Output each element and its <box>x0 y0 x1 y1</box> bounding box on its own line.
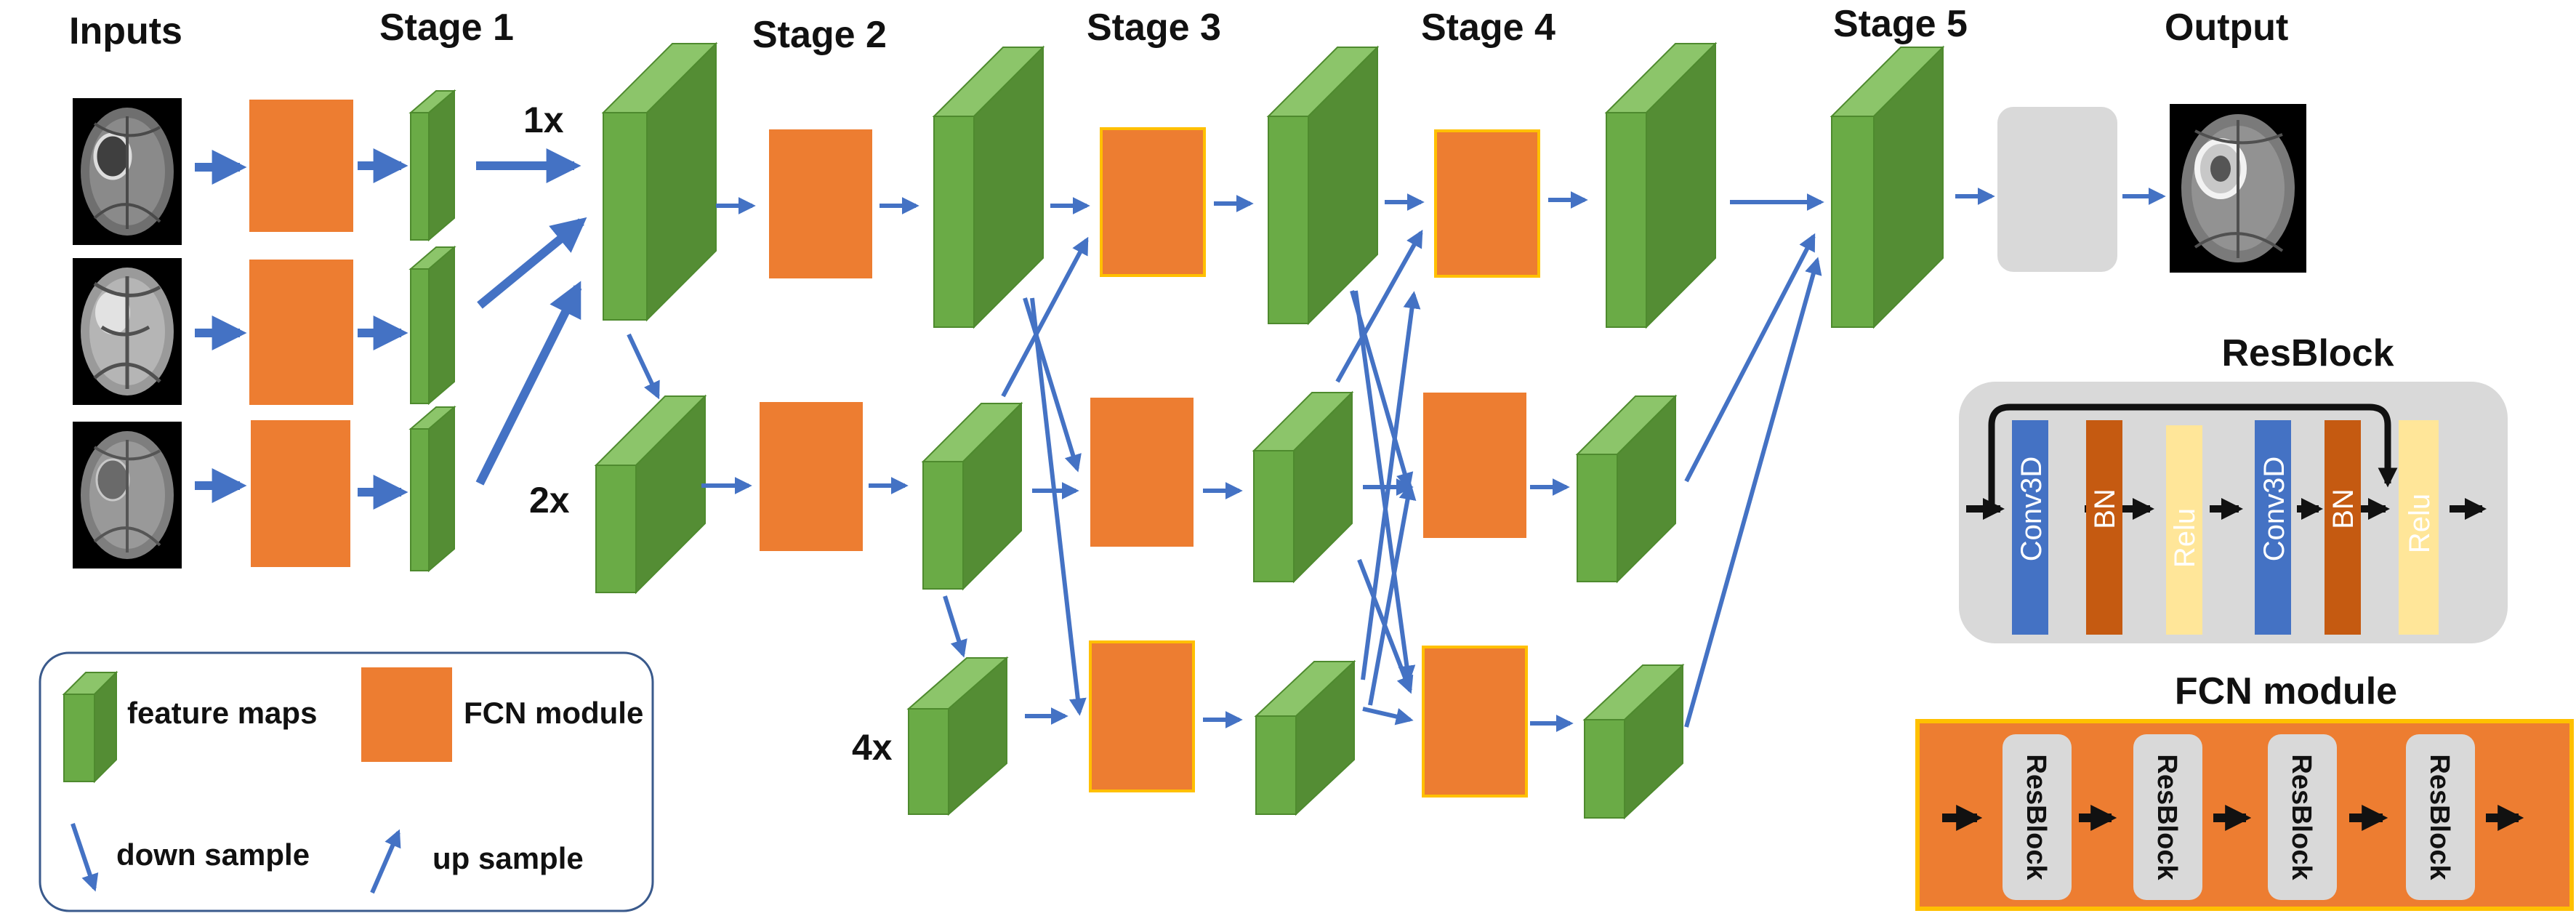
fcn-resblock-1 <box>2003 734 2072 900</box>
feature-map-stage5 <box>1830 45 1945 329</box>
fcn-resblock-3-label: ResBlock <box>2286 754 2317 880</box>
fcn-resblock-4-label: ResBlock <box>2424 754 2455 880</box>
fcn-module-stage3-1x <box>1100 127 1206 277</box>
feature-map-stage1-b <box>408 245 456 406</box>
feature-map-stage2-1x <box>601 41 718 322</box>
legend: feature maps FCN module down sample up s… <box>39 651 654 912</box>
resblock-skip-connection <box>1988 403 2398 505</box>
legend-cube-shape <box>62 670 118 784</box>
arrow-s4-upsample-2x-to-1x <box>1335 229 1423 383</box>
resblock-bn-1-label: BN <box>2089 489 2121 529</box>
fcn-module-input-2 <box>249 260 353 405</box>
legend-feature-map-icon <box>62 670 118 784</box>
feature-map-stage4-2x <box>1252 390 1354 584</box>
feature-map-stage4-4x <box>1254 659 1356 816</box>
feature-map-stage4-out-4x <box>1582 663 1685 820</box>
fcn-resblock-2 <box>2133 734 2202 900</box>
legend-up-sample-label: up sample <box>432 841 584 875</box>
resblock-bn-2 <box>2325 420 2361 635</box>
feature-map-cubes <box>408 41 1945 820</box>
fcn-resblock-3 <box>2268 734 2337 900</box>
legend-down-sample-label: down sample <box>116 837 310 872</box>
resblock-relu-1-label: Relu <box>2169 508 2201 568</box>
resblock-title: ResBlock <box>2222 332 2394 374</box>
arrow-s4-upsample-4x-to-2x <box>1368 482 1417 706</box>
output-image <box>2170 104 2306 273</box>
arrow-s5-4x-in <box>1684 257 1822 728</box>
arrow-s3-downsample-1x-to-4x <box>1030 297 1087 716</box>
fcn-module-input-3 <box>251 420 350 567</box>
arrow-stage1-map2-to-stage2 <box>477 217 587 309</box>
arrow-s4-4x-in <box>1362 707 1414 726</box>
resblock-relu-1 <box>2166 425 2202 635</box>
fcn-module-stage2-2x <box>760 402 863 551</box>
fcn-module-title: FCN module <box>2175 670 2397 712</box>
feature-map-stage3-4x <box>906 656 1009 816</box>
stage-headings: Inputs Stage 1 Stage 2 Stage 3 Stage 4 S… <box>69 3 2288 56</box>
arrow-s3-downsample-1x-to-2x <box>1023 297 1082 473</box>
fcn-module-stage3-2x <box>1090 398 1194 547</box>
resblock-bn-1 <box>2086 420 2122 635</box>
stage4-heading: Stage 4 <box>1421 7 1555 49</box>
scale-label-2x: 2x <box>529 480 570 521</box>
fcn-module-input-1 <box>249 100 353 232</box>
resblock-relu-2-label: Relu <box>2404 494 2436 553</box>
feature-map-stage4-1x <box>1266 45 1380 326</box>
feature-map-stage3-1x <box>932 45 1045 329</box>
feature-map-stage2-2x <box>594 394 707 595</box>
fcn-module-stage4-2x <box>1423 393 1526 538</box>
fcn-resblock-1-label: ResBlock <box>2021 754 2051 880</box>
legend-fcn-icon <box>361 667 452 762</box>
resblock-conv3d-1 <box>2012 420 2048 635</box>
arrow-s3-downsample-2x-to-4x <box>943 595 967 658</box>
fcn-module-panel: FCN module ResBlock ResBlock ResBlock Re… <box>1915 670 2574 911</box>
scale-label-4x: 4x <box>852 727 893 768</box>
legend-box <box>39 651 654 912</box>
output-head-block <box>1997 107 2117 272</box>
fcn-resblock-4 <box>2406 734 2475 900</box>
input-image-2 <box>73 258 182 405</box>
arrow-s2-downsample <box>627 333 660 400</box>
input-image-3 <box>73 422 182 569</box>
arrow-s5-2x-in <box>1684 233 1816 483</box>
legend-feature-maps-label: feature maps <box>127 696 317 730</box>
scale-label-1x: 1x <box>523 100 564 140</box>
resblock-relu-2 <box>2399 420 2439 635</box>
output-heading: Output <box>2165 7 2288 49</box>
fcn-module-stage2-1x <box>769 129 872 278</box>
stage1-heading: Stage 1 <box>379 7 514 49</box>
sample-arrows <box>195 148 2166 732</box>
resblock-conv3d-2-label: Conv3D <box>2258 457 2290 562</box>
feature-map-stage4-out-1x <box>1604 41 1718 329</box>
legend-fcn-label: FCN module <box>464 696 643 730</box>
fcn-module-stage3-4x <box>1089 640 1195 792</box>
inputs-heading: Inputs <box>69 10 182 52</box>
resblock-panel: ResBlock Conv3D BN Relu Conv3D BN Relu <box>1959 332 2508 643</box>
legend-down-arrow-icon <box>71 823 99 892</box>
feature-map-stage4-out-2x <box>1575 394 1678 584</box>
fcn-modules <box>249 100 1540 798</box>
feature-map-stage3-2x <box>921 401 1023 591</box>
fcn-module-stage4-1x <box>1434 129 1540 278</box>
fcn-resblock-2-label: ResBlock <box>2152 754 2182 880</box>
arrow-stage1-map3-to-stage2 <box>475 281 582 486</box>
resblock-conv3d-2 <box>2255 420 2291 635</box>
resblock-bn-2-label: BN <box>2327 489 2359 529</box>
input-images <box>73 98 182 569</box>
input-image-1 <box>73 98 182 245</box>
legend-up-arrow-icon <box>370 829 401 894</box>
arrow-s3-upsample-2x-to-1x <box>1001 236 1089 398</box>
feature-map-stage1-c <box>408 405 456 573</box>
fcn-module-stage4-4x <box>1422 646 1528 798</box>
stage5-heading: Stage 5 <box>1833 3 1968 45</box>
resblock-conv3d-1-label: Conv3D <box>2016 457 2048 562</box>
stage3-heading: Stage 3 <box>1087 7 1221 49</box>
feature-map-stage1-a <box>408 89 456 242</box>
stage2-heading: Stage 2 <box>752 14 887 56</box>
